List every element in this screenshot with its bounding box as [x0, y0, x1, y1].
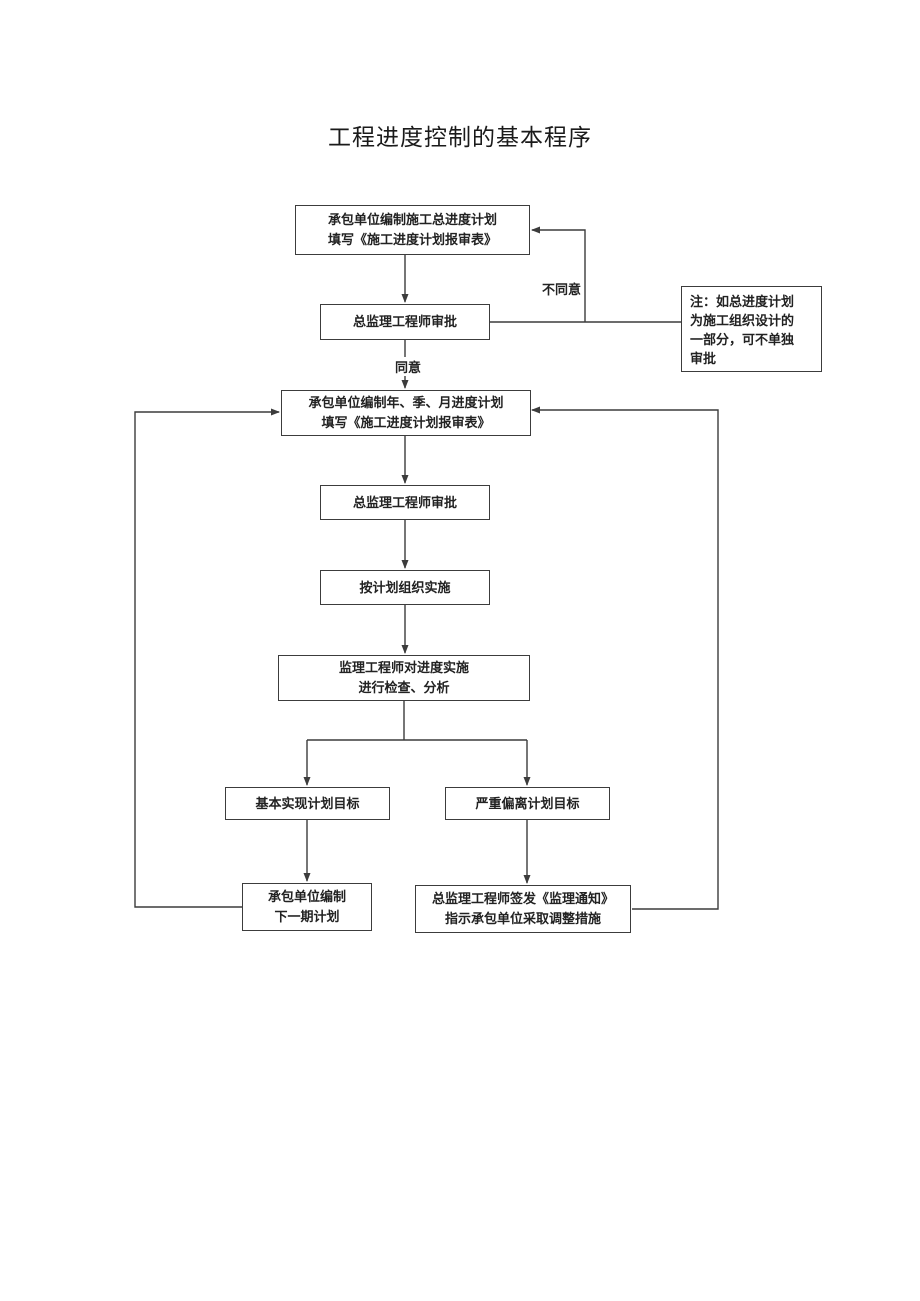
flow-node-target-deviated: 严重偏离计划目标 [445, 787, 610, 820]
flow-label-disagree: 不同意 [540, 279, 584, 298]
flow-node-issue-supervision-notice: 总监理工程师签发《监理通知》 指示承包单位采取调整措施 [415, 885, 631, 933]
arrow-right-feedback-loop [531, 406, 719, 910]
flow-node-chief-engineer-approval-1: 总监理工程师审批 [320, 304, 490, 340]
flow-node-chief-engineer-approval-2: 总监理工程师审批 [320, 485, 490, 520]
flow-node-supervisor-inspect: 监理工程师对进度实施 进行检查、分析 [278, 655, 530, 701]
flow-node-target-achieved: 基本实现计划目标 [225, 787, 390, 820]
flow-node-compile-total-plan: 承包单位编制施工总进度计划 填写《施工进度计划报审表》 [295, 205, 530, 255]
arrow-left-feedback-loop [134, 408, 280, 908]
page-title: 工程进度控制的基本程序 [328, 125, 592, 150]
arrow-disagree-feedback [531, 226, 586, 322]
flow-node-compile-periodic-plan: 承包单位编制年、季、月进度计划 填写《施工进度计划报审表》 [281, 390, 531, 436]
flow-label-agree: 同意 [393, 357, 424, 376]
flow-node-next-period-plan: 承包单位编制 下一期计划 [242, 883, 372, 931]
flow-node-implement-per-plan: 按计划组织实施 [320, 570, 490, 605]
flow-note-box: 注：如总进度计划 为施工组织设计的 一部分，可不单独 审批 [681, 286, 822, 372]
